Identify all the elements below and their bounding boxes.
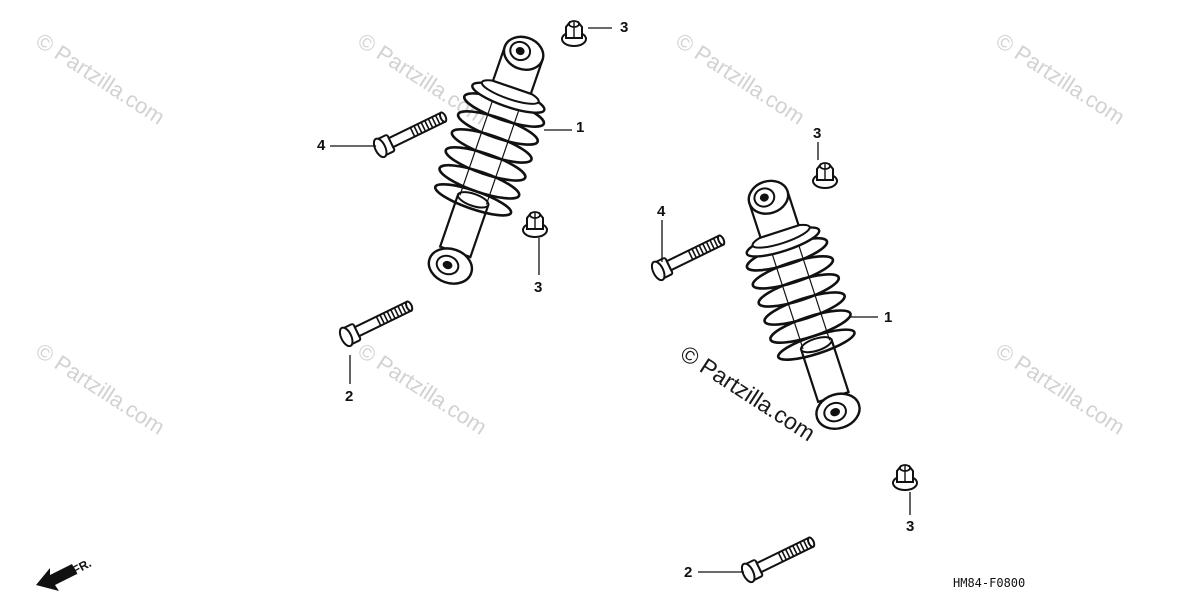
leader-lines bbox=[330, 27, 911, 573]
callout-1-right: 1 bbox=[884, 309, 893, 326]
bolt-upper-left bbox=[370, 106, 451, 161]
callout-3-bottom-right: 3 bbox=[906, 518, 915, 535]
nut-mid-left bbox=[522, 211, 548, 238]
bolt-lower-left bbox=[336, 295, 417, 350]
nut-bottom-right bbox=[892, 464, 918, 491]
callout-4-left: 4 bbox=[317, 137, 326, 154]
callout-4-right: 4 bbox=[657, 203, 666, 220]
callout-2-left: 2 bbox=[345, 388, 354, 405]
nut-top-right bbox=[812, 162, 838, 189]
nut-top-left bbox=[561, 20, 587, 47]
callout-3-top-left: 3 bbox=[620, 19, 629, 36]
front-direction-arrow bbox=[36, 564, 77, 591]
callout-2-right: 2 bbox=[684, 564, 693, 581]
callout-3-top-right: 3 bbox=[813, 125, 822, 142]
diagram-code: HM84-F0800 bbox=[953, 576, 1026, 590]
shock-absorber-left bbox=[403, 23, 570, 298]
bolt-lower-right bbox=[738, 531, 819, 586]
bolt-upper-right bbox=[648, 229, 729, 284]
callout-1-left: 1 bbox=[576, 119, 585, 136]
callout-3-mid-left: 3 bbox=[534, 279, 543, 296]
